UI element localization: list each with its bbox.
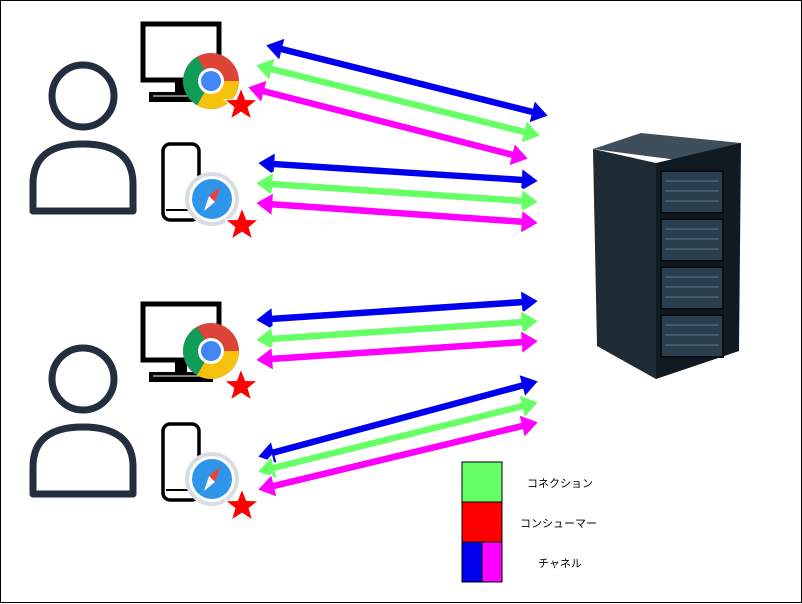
legend-swatch-connection [461, 461, 503, 503]
double-arrow-magenta [253, 190, 541, 236]
arrows-layer [245, 36, 551, 499]
double-arrow-magenta [253, 328, 541, 373]
user-icon [33, 65, 133, 211]
user-icon [33, 348, 133, 494]
server-rack-icon [593, 133, 741, 379]
safari-icon [185, 452, 239, 506]
double-arrow-blue [253, 288, 541, 333]
legend-label-channel: チャネル [538, 557, 582, 570]
chrome-icon [183, 323, 239, 379]
double-arrow-blue [263, 36, 551, 125]
double-arrow-blue [255, 372, 541, 466]
legend-swatch-channel-a [461, 541, 483, 583]
star-icon [224, 368, 258, 401]
double-arrow-blue [255, 150, 541, 194]
double-arrow-green [253, 308, 541, 353]
legend-label-consumer: コンシューマー [520, 517, 597, 530]
double-arrow-magenta [245, 78, 531, 168]
double-arrow-green [253, 170, 541, 215]
legend-label-connection: コネクション [527, 477, 593, 490]
double-arrow-green [255, 393, 541, 481]
double-arrow-green [253, 56, 543, 145]
double-arrow-magenta [255, 413, 541, 499]
safari-icon [185, 172, 239, 226]
legend-swatch-consumer [461, 501, 503, 543]
legend-swatch-channel-b [481, 541, 503, 583]
